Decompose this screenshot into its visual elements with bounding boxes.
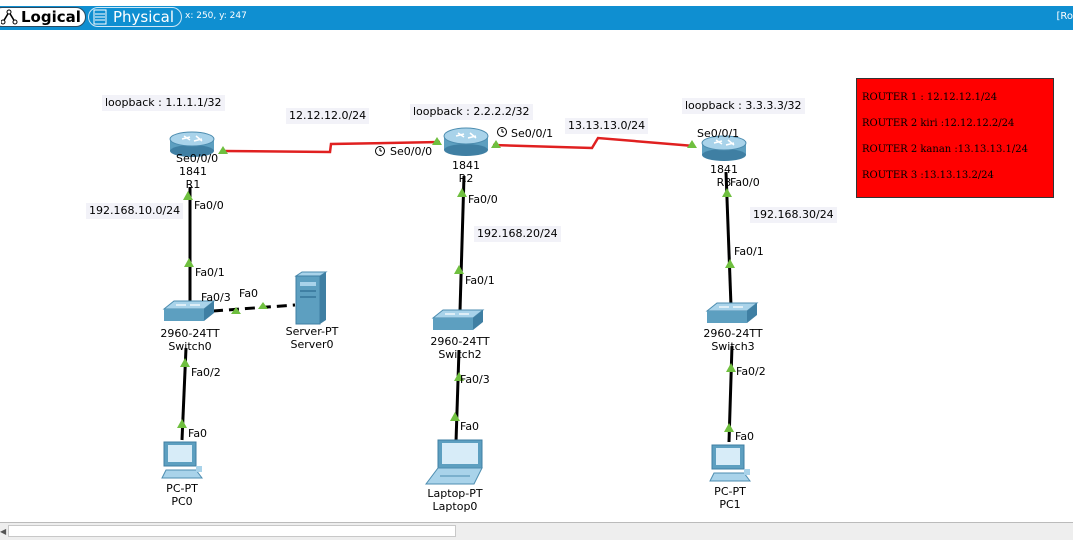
router-r2-icon[interactable] bbox=[443, 127, 489, 156]
lan2-network-label: 192.168.20/24 bbox=[474, 226, 561, 242]
serial-link-r2-r3[interactable] bbox=[492, 136, 695, 150]
tab-physical[interactable]: Physical bbox=[88, 7, 182, 27]
r1-loopback-label: loopback : 1.1.1.1/32 bbox=[102, 95, 225, 111]
scrollbar-thumb[interactable] bbox=[8, 525, 456, 537]
router-r3-icon[interactable] bbox=[701, 135, 747, 161]
note-line: ROUTER 3 :13.13.13.2/24 bbox=[862, 170, 994, 181]
pc1-icon[interactable] bbox=[709, 444, 751, 482]
switch0-icon[interactable] bbox=[162, 300, 216, 321]
note-line: ROUTER 2 kiri :12.12.12.2/24 bbox=[862, 118, 1015, 129]
note-box[interactable]: ROUTER 1 : 12.12.12.1/24 ROUTER 2 kiri :… bbox=[856, 78, 1054, 198]
rack-icon bbox=[93, 9, 107, 25]
pc0-icon[interactable] bbox=[161, 441, 203, 479]
port-label: Fa0/3 bbox=[460, 373, 490, 386]
port-label: Fa0 bbox=[239, 287, 259, 300]
logical-icon bbox=[1, 9, 19, 25]
port-label: Fa0 bbox=[460, 420, 480, 433]
topology-canvas[interactable]: loopback : 1.1.1.1/32 loopback : 2.2.2.2… bbox=[0, 30, 1073, 522]
note-line: ROUTER 2 kanan :13.13.13.1/24 bbox=[862, 144, 1028, 155]
lan1-network-label: 192.168.10.0/24 bbox=[86, 203, 184, 219]
r3-loopback-label: loopback : 3.3.3.3/32 bbox=[682, 98, 805, 114]
port-label: Fa0/3 bbox=[201, 291, 231, 304]
wan1-network-label: 12.12.12.0/24 bbox=[286, 108, 370, 124]
serial-link-r1-r2[interactable] bbox=[221, 140, 441, 154]
wan2-network-label: 13.13.13.0/24 bbox=[565, 118, 649, 134]
clock-icon bbox=[375, 146, 385, 156]
port-label: Se0/0/0 bbox=[390, 145, 433, 158]
port-label: Fa0/0 bbox=[194, 199, 224, 212]
port-label: Fa0/0 bbox=[730, 176, 760, 189]
link-switch2-laptop0[interactable] bbox=[454, 349, 461, 443]
port-label: Fa0/1 bbox=[195, 266, 225, 279]
clock-icon bbox=[497, 127, 507, 137]
port-label: Fa0/0 bbox=[468, 193, 498, 206]
lan3-network-label: 192.168.30/24 bbox=[750, 207, 837, 223]
port-label: Fa0/1 bbox=[734, 245, 764, 258]
link-status-indicators bbox=[177, 137, 736, 432]
r2-loopback-label: loopback : 2.2.2.2/32 bbox=[410, 104, 533, 120]
port-label: Fa0 bbox=[188, 427, 208, 440]
note-line: ROUTER 1 : 12.12.12.1/24 bbox=[862, 92, 998, 103]
port-label: Fa0 bbox=[735, 430, 755, 443]
port-label: Se0/0/1 bbox=[697, 127, 740, 140]
horizontal-scrollbar[interactable]: ◀ bbox=[0, 522, 1073, 540]
router-r1-icon[interactable] bbox=[169, 131, 215, 157]
switch3-icon[interactable] bbox=[705, 302, 759, 323]
scroll-left-arrow-icon[interactable]: ◀ bbox=[0, 527, 7, 536]
server0-icon[interactable] bbox=[294, 271, 328, 325]
tab-physical-label: Physical bbox=[113, 8, 175, 26]
port-label: Fa0/1 bbox=[465, 274, 495, 287]
port-label: Fa0/2 bbox=[736, 365, 766, 378]
port-label: Se0/0/1 bbox=[511, 127, 554, 140]
link-r2-switch2[interactable] bbox=[458, 175, 466, 312]
link-switch0-server0[interactable] bbox=[212, 303, 296, 313]
topology-drawing bbox=[161, 127, 759, 485]
laptop0-icon[interactable] bbox=[425, 439, 483, 485]
cursor-coordinates: x: 250, y: 247 bbox=[185, 11, 247, 21]
tab-logical[interactable]: Logical bbox=[0, 7, 86, 27]
port-label: Fa0/2 bbox=[191, 366, 221, 379]
port-label: Se0/0/0 bbox=[176, 152, 219, 165]
switch2-icon[interactable] bbox=[431, 309, 485, 330]
tab-logical-label: Logical bbox=[21, 8, 81, 26]
toolbar-right-text: [Ro bbox=[1056, 11, 1073, 22]
workspace-toolbar: Logical Physical x: 250, y: 247 [Ro bbox=[0, 6, 1073, 30]
